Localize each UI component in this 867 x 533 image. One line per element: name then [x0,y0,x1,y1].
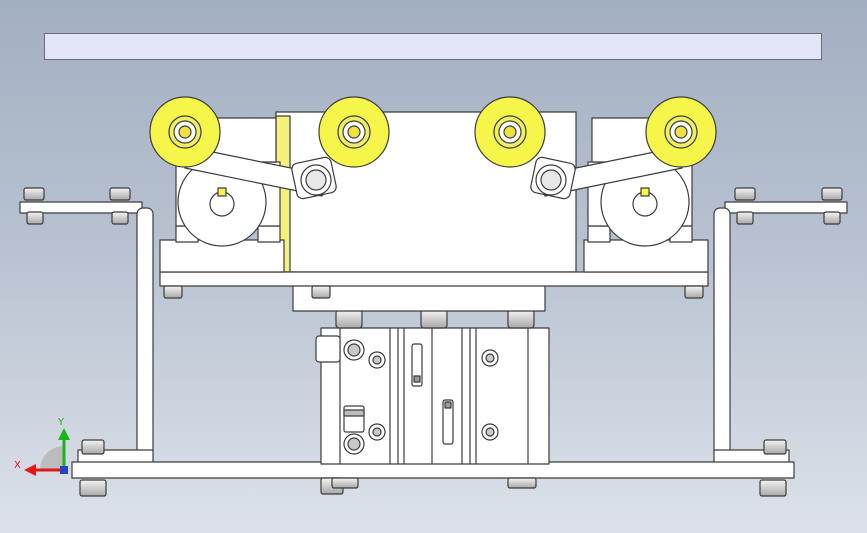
right-z-bracket[interactable] [713,187,848,466]
triad-y-label: Y [57,417,65,428]
guide-wheel-4[interactable] [645,96,717,168]
left-z-bracket[interactable] [19,187,154,466]
left-roller-module[interactable] [159,117,337,273]
pneumatic-cylinder[interactable] [315,309,550,465]
right-roller-module[interactable] [530,117,709,273]
guide-wheel-3[interactable] [474,96,546,168]
triad-x-label: X [14,460,21,471]
coordinate-triad-icon: Y X [14,417,70,476]
guide-wheel-2[interactable] [318,96,390,168]
mounting-plate[interactable] [159,271,709,299]
document-title-bar [44,33,822,60]
guide-wheel-1[interactable] [149,96,221,168]
